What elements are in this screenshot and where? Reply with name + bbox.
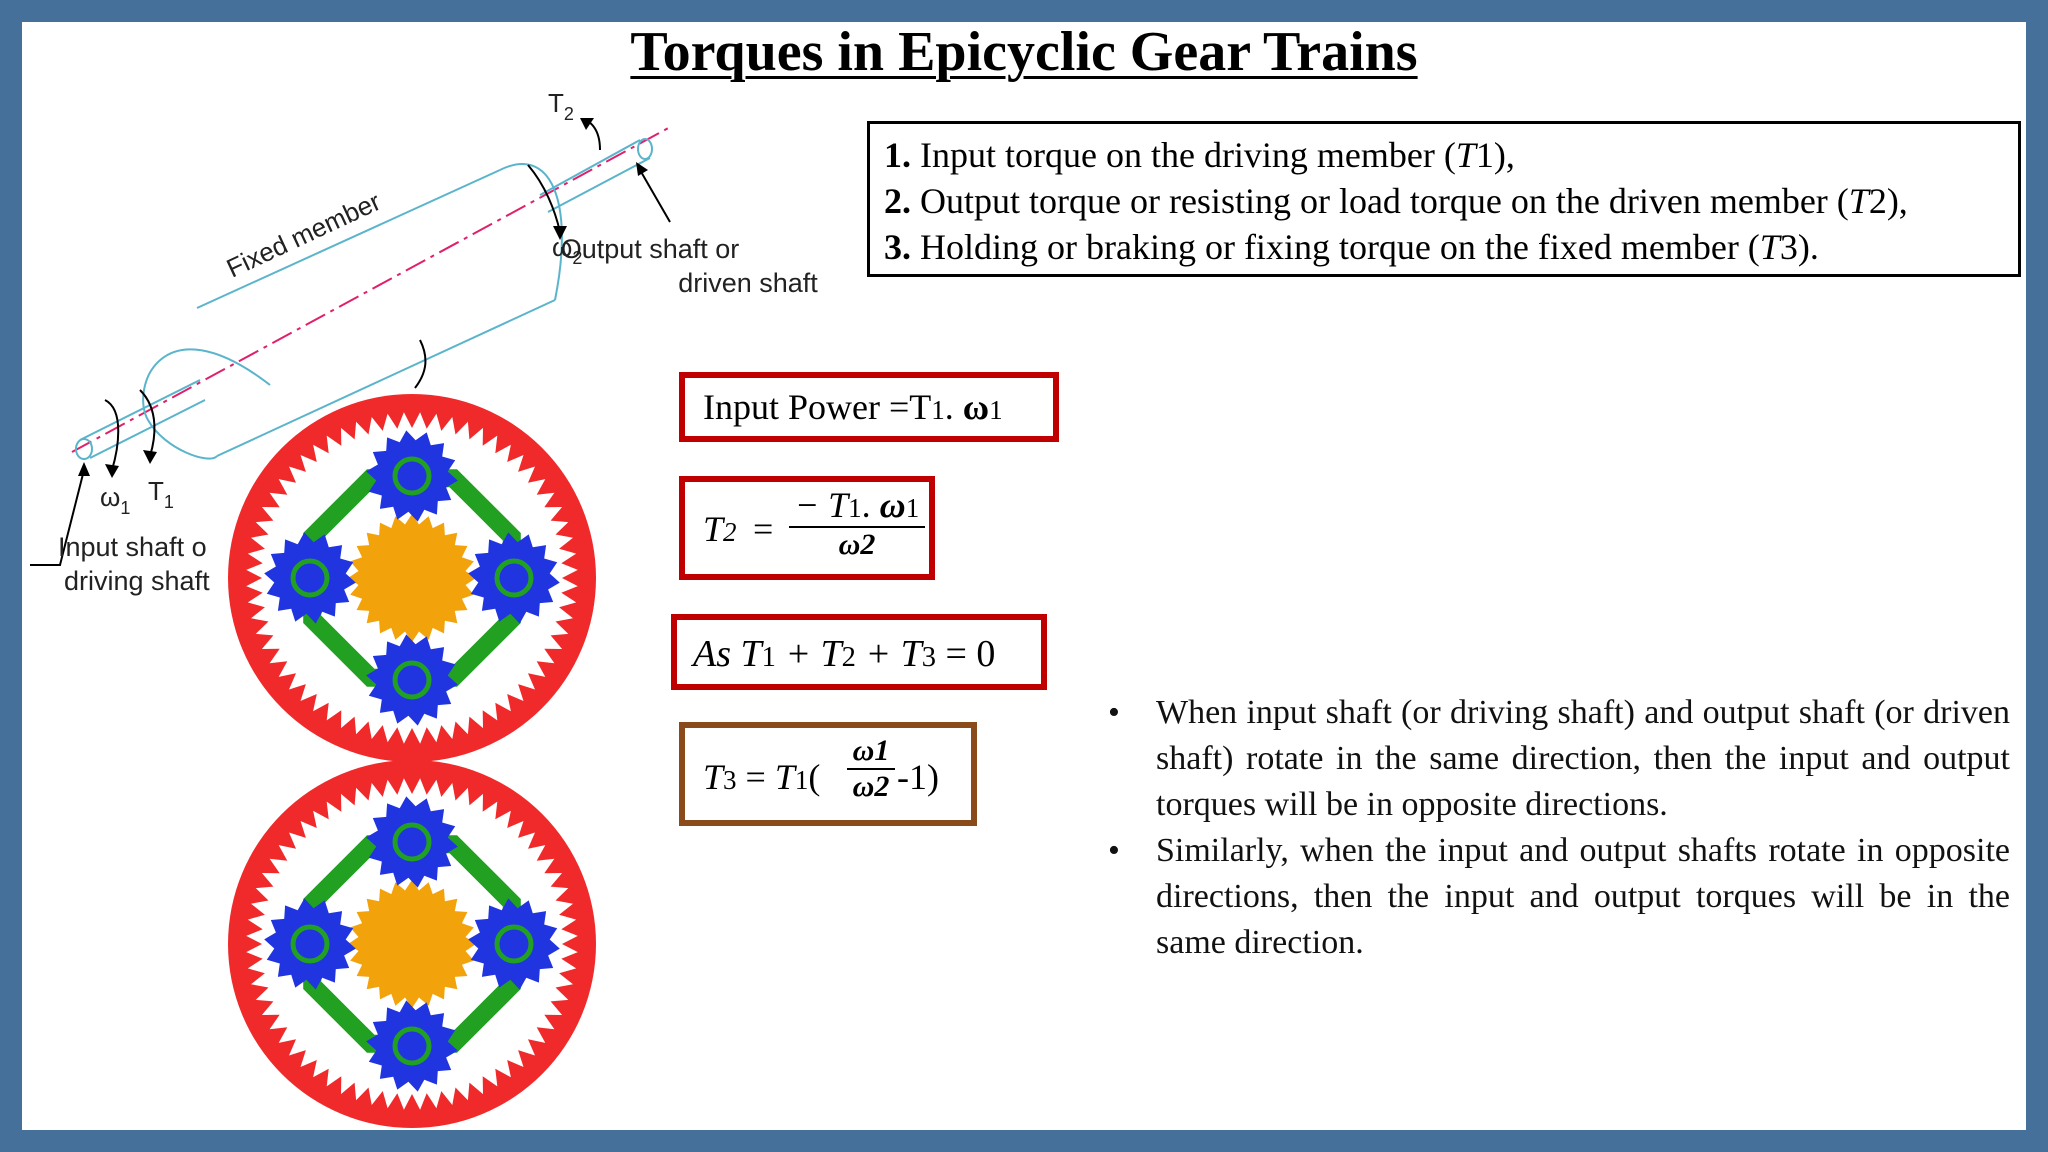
output-rotation-arrows (414, 119, 671, 389)
t2-equation: T2 = − T1. ω1 ω2 (679, 476, 935, 580)
planet-pin (494, 924, 534, 964)
t2-equals: = (753, 509, 774, 549)
t2-lhs: T2 (703, 509, 737, 549)
bullet-item-2: •Similarly, when the input and output sh… (1100, 828, 2010, 966)
torque-sum-equation: As T1 + T2 + T3 = 0 (671, 614, 1047, 690)
input-rotation-arrows (30, 389, 156, 566)
t2-symbol: T2 (548, 88, 574, 124)
t1-symbol: T1 (148, 476, 174, 512)
t3-numerator: ω1 (847, 734, 895, 770)
bullet-dot: • (1108, 694, 1120, 731)
output-shaft-label-line2: driven shaft (678, 268, 818, 298)
t1-arrowhead (143, 450, 157, 464)
torque-item-3: 3. Holding or braking or fixing torque o… (884, 227, 1819, 267)
sun-gear (348, 514, 476, 642)
omega2-symbol: ω2 (552, 232, 582, 268)
fixed-member-label: Fixed member (222, 186, 386, 284)
torque-list: 1. Input torque on the driving member (T… (867, 121, 2021, 277)
bullet-item-1: •When input shaft (or driving shaft) and… (1100, 690, 2010, 828)
t2-numerator: − T1. ω1 (789, 484, 925, 528)
omega1-arrowhead (105, 464, 119, 478)
fixed-member-cylinder (75, 138, 653, 460)
gear-train-top (228, 394, 596, 762)
gear-train-bottom (228, 760, 596, 1128)
planet-pin (392, 822, 432, 862)
input-shaft-label-line1: Input shaft o (58, 532, 207, 562)
t3-fraction: ω1 ω2 (847, 734, 895, 804)
torque-item-1: 1. Input torque on the driving member (T… (884, 135, 1515, 175)
input-power-equation: Input Power =T1. ω1 (679, 372, 1059, 442)
t3-equation: T3 = T1( ω1 ω2 -1) (679, 722, 977, 826)
planet-pin (290, 924, 330, 964)
planet-pin (392, 456, 432, 496)
omega2-arrowhead (553, 226, 567, 240)
direction-notes: •When input shaft (or driving shaft) and… (1100, 690, 2010, 966)
planet-pin (392, 1026, 432, 1066)
input-shaft-label-line2: driving shaft (64, 566, 210, 596)
sun-gear (348, 880, 476, 1008)
torque-item-2: 2. Output torque or resisting or load to… (884, 181, 1908, 221)
bullet-dot: • (1108, 832, 1120, 869)
output-shaft-label-line1: Output shaft or (561, 234, 740, 264)
planet-pin (494, 558, 534, 598)
planet-pin (392, 660, 432, 700)
t2-fraction: − T1. ω1 ω2 (789, 484, 925, 562)
t2-arrowhead (580, 118, 594, 130)
omega1-symbol: ω1 (100, 482, 130, 518)
t3-denominator: ω2 (852, 770, 890, 803)
t3-close: -1) (897, 757, 939, 797)
planet-pin (290, 558, 330, 598)
slide-title: Torques in Epicyclic Gear Trains (630, 21, 1418, 83)
t3-lhs: T3 = T1( (703, 757, 821, 797)
input-pointer-arrowhead (78, 462, 90, 476)
t2-denominator: ω2 (838, 528, 876, 561)
output-pointer-arrowhead (636, 162, 648, 176)
